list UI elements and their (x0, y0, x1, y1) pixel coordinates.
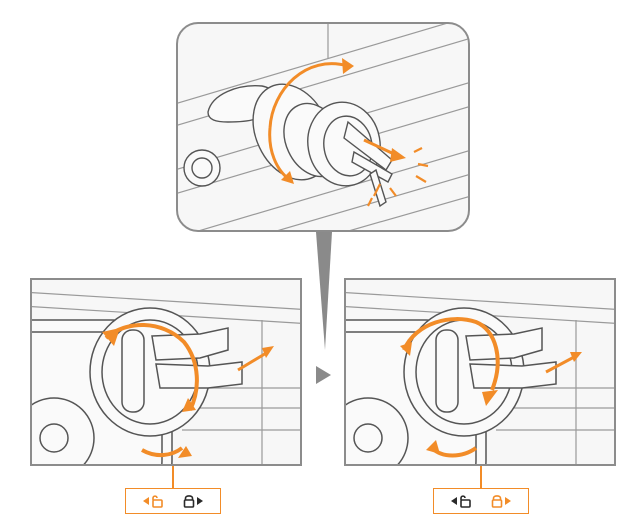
right-leader-line (480, 466, 482, 488)
mount-locked-panel (344, 278, 616, 466)
unlock-icon (460, 495, 471, 508)
click-burst-icon (367, 147, 429, 207)
lock-state-indicator-locked (433, 488, 529, 514)
rotate-clockwise-icon (102, 328, 120, 346)
unlock-state (143, 494, 164, 508)
vent-clip-closeup-panel (176, 22, 470, 232)
unlock-icon (152, 495, 163, 508)
rotate-counterclockwise-icon (178, 446, 192, 458)
triangle-right-icon (197, 497, 203, 505)
lock-state (490, 494, 511, 508)
triangle-left-icon (451, 497, 457, 505)
triangle-right-icon (505, 497, 511, 505)
rotate-arrow-icon (268, 62, 349, 182)
lock-icon (183, 495, 195, 508)
triangle-left-icon (143, 497, 149, 505)
next-step-arrow-icon (316, 366, 331, 384)
left-leader-line (172, 466, 174, 488)
rotate-clockwise-icon (482, 390, 498, 406)
insert-arrow-icon (390, 148, 406, 162)
mount-unlocked-panel (30, 278, 302, 466)
mount-locked-drawing (346, 292, 614, 464)
mount-unlocked-drawing (32, 292, 300, 464)
vent-clip-closeup-drawing (178, 24, 468, 230)
rotate-counterclockwise-icon (426, 440, 440, 454)
lock-state (182, 494, 203, 508)
lock-icon (491, 495, 503, 508)
unlock-state (451, 494, 472, 508)
lock-state-indicator-unlocked (125, 488, 221, 514)
